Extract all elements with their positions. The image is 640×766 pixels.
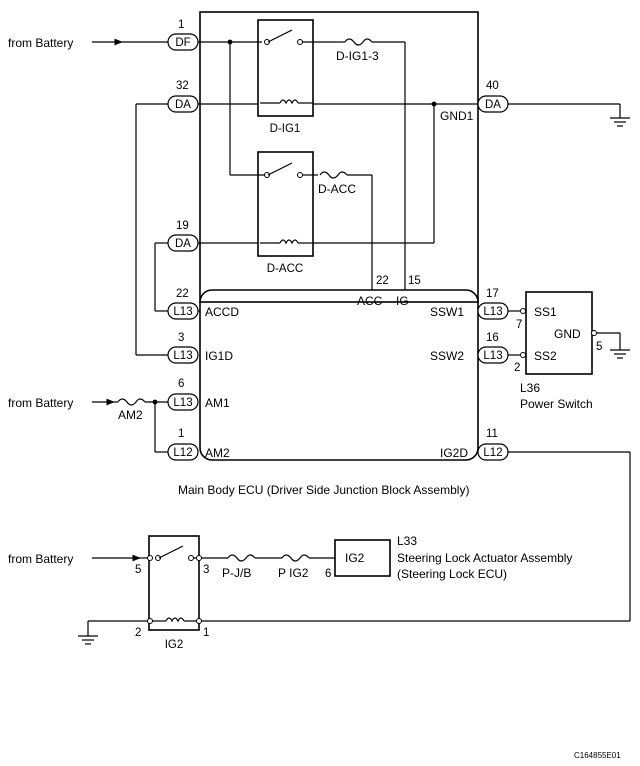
svg-text:L13: L13 [173, 306, 192, 318]
svg-text:IG2D: IG2D [440, 446, 468, 460]
power-switch-code: L36 [520, 381, 540, 395]
svg-text:IG1D: IG1D [205, 349, 233, 363]
ground-icon-ig2 [78, 635, 98, 645]
from-battery-label-2: from Battery [8, 396, 73, 410]
power-switch-pin-7: 7 [516, 319, 522, 331]
ig2-pin-1: 1 [203, 627, 209, 639]
fuse-dacc [319, 171, 348, 179]
steering-lock-box [334, 539, 391, 577]
fuse-pig2 [281, 554, 310, 562]
ground-icon-power-switch [610, 349, 630, 359]
ecu-left-am2: 1 L12 AM2 [167, 428, 230, 461]
ground-icon-right-top [610, 117, 630, 127]
svg-text:11: 11 [486, 428, 498, 440]
svg-text:L13: L13 [173, 397, 192, 409]
fuse-dacc-label: D-ACC [318, 182, 356, 196]
steering-lock-name-2: (Steering Lock ECU) [397, 567, 507, 581]
from-battery-label-3: from Battery [8, 552, 73, 566]
svg-text:L13: L13 [173, 350, 192, 362]
fuse-pig2-label: P IG2 [278, 566, 309, 580]
power-switch-pin-5: 5 [596, 341, 602, 353]
ecu-pin-22-label: 22 [376, 275, 389, 287]
steering-lock-pin-6: 6 [325, 568, 331, 580]
connector-da-40-label: DA [485, 99, 501, 111]
ig2-pin-2: 2 [135, 627, 141, 639]
svg-text:L13: L13 [483, 350, 502, 362]
steering-lock-name-1: Steering Lock Actuator Assembly [397, 551, 572, 565]
svg-text:17: 17 [486, 288, 499, 300]
svg-text:ACCD: ACCD [205, 305, 239, 319]
fuse-pjb-label: P-J/B [222, 566, 251, 580]
pin-32-label: 32 [176, 80, 189, 92]
svg-text:3: 3 [178, 332, 184, 344]
svg-text:AM1: AM1 [205, 396, 230, 410]
svg-text:L12: L12 [483, 447, 502, 459]
fuse-am2 [117, 398, 146, 406]
main-body-ecu-box [199, 289, 479, 461]
relay-dacc-label: D-ACC [267, 263, 303, 275]
connector-da-32-label: DA [175, 99, 191, 111]
pin-19-label: 19 [176, 220, 189, 232]
svg-text:SSW2: SSW2 [430, 349, 464, 363]
steering-lock-code: L33 [397, 534, 417, 548]
fuse-am2-label: AM2 [118, 408, 143, 422]
steering-lock-terminal: IG2 [345, 551, 365, 565]
relay-dig1 [257, 19, 314, 117]
svg-text:22: 22 [176, 288, 189, 300]
ecu-caption: Main Body ECU (Driver Side Junction Bloc… [178, 483, 469, 497]
ecu-right-ssw2: SSW2 16 L13 [430, 332, 520, 364]
junction-block-outline [199, 11, 479, 303]
ecu-left-ig1d: 3 L13 IG1D [167, 332, 233, 364]
gnd1-label: GND1 [440, 109, 474, 123]
figure-id: C164855E01 [574, 751, 621, 760]
relay-dig1-label: D-IG1 [270, 123, 301, 135]
relay-dacc [257, 151, 314, 257]
svg-text:SSW1: SSW1 [430, 305, 464, 319]
svg-text:L12: L12 [173, 447, 192, 459]
ig2-pin-3: 3 [203, 564, 209, 576]
ecu-left-accd: 22 L13 ACCD [167, 288, 239, 320]
ecu-ig-label: IG [396, 294, 409, 308]
ecu-acc-label: ACC [357, 294, 383, 308]
connector-df-label: DF [175, 37, 190, 49]
power-switch-ss1: SS1 [534, 305, 557, 319]
power-switch-gnd: GND [554, 327, 581, 341]
svg-text:L13: L13 [483, 306, 502, 318]
relay-ig2-label: IG2 [165, 639, 184, 651]
fuse-dig1-3-label: D-IG1-3 [336, 49, 379, 63]
from-battery-label-1: from Battery [8, 36, 73, 50]
power-switch-name: Power Switch [520, 397, 593, 411]
pin-1-label: 1 [178, 19, 184, 31]
fuse-dig1-3 [344, 38, 373, 46]
power-switch-pin-2: 2 [514, 362, 520, 374]
ig2-pin-5: 5 [135, 564, 141, 576]
svg-text:1: 1 [178, 428, 184, 440]
power-switch-ss2: SS2 [534, 349, 557, 363]
ecu-pin-15-label: 15 [408, 275, 421, 287]
svg-text:6: 6 [178, 378, 184, 390]
connector-da-19-label: DA [175, 238, 191, 250]
ecu-right-ssw1: SSW1 17 L13 [430, 288, 520, 320]
fuse-pjb [227, 554, 256, 562]
svg-text:AM2: AM2 [205, 446, 230, 460]
ecu-left-am1: 6 L13 AM1 [167, 378, 230, 411]
ecu-right-ig2d: IG2D 11 L12 [440, 428, 631, 621]
svg-text:16: 16 [486, 332, 499, 344]
relay-ig2 [148, 535, 200, 631]
pin-40-label: 40 [486, 80, 499, 92]
